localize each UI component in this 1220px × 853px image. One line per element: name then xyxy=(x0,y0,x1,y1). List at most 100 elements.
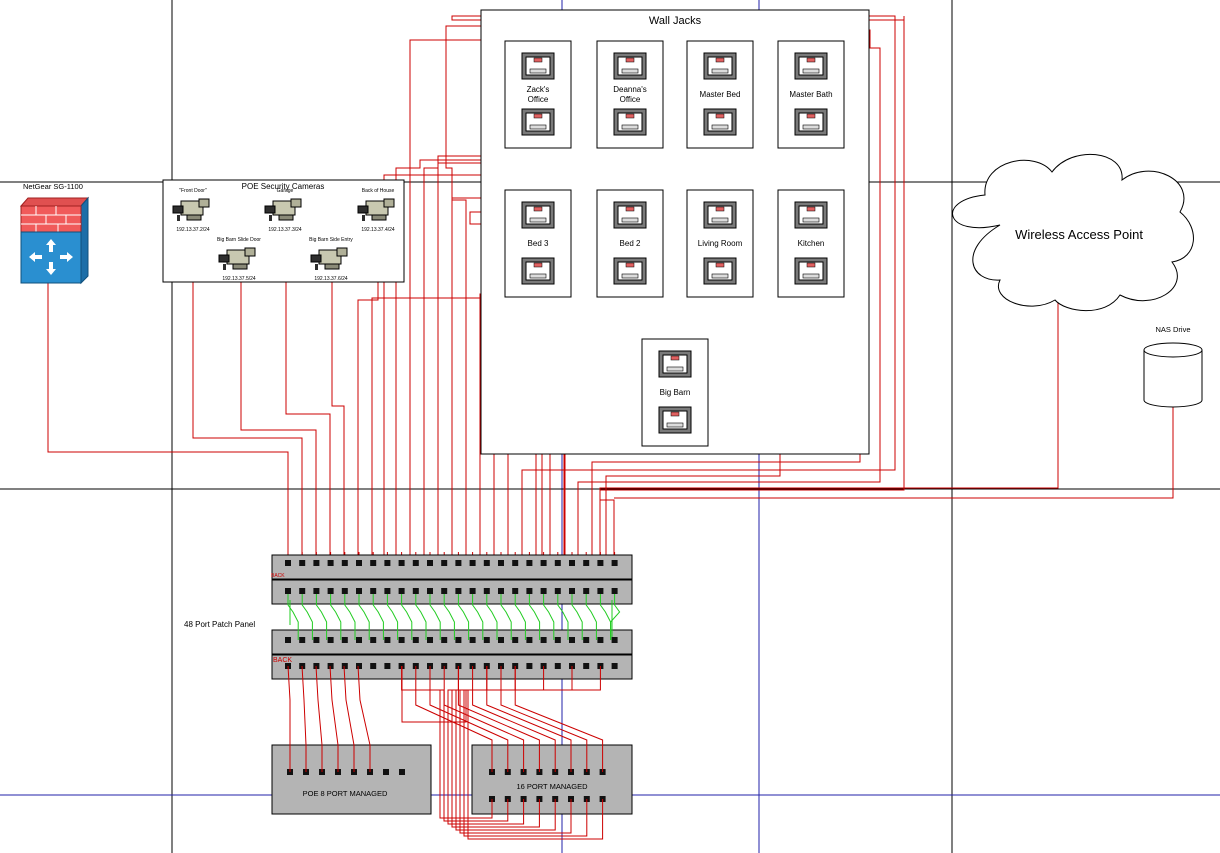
patch-panel-port[interactable] xyxy=(341,663,348,669)
patch-panel-port[interactable] xyxy=(554,588,561,594)
patch-panel-port[interactable] xyxy=(583,637,590,643)
wall-jack-bottom[interactable] xyxy=(703,108,737,136)
patch-panel-port[interactable] xyxy=(611,663,618,669)
wall-jack-top[interactable] xyxy=(703,201,737,229)
patch-panel-port[interactable] xyxy=(611,637,618,643)
patch-panel-port[interactable] xyxy=(370,588,377,594)
patch-panel-port[interactable] xyxy=(498,560,504,566)
wall-jack-bottom[interactable] xyxy=(521,257,555,285)
patch-panel-port[interactable] xyxy=(441,560,448,566)
wall-jack-top[interactable] xyxy=(703,52,737,80)
patch-panel-port[interactable] xyxy=(299,637,306,643)
patch-panel-port[interactable] xyxy=(526,637,533,643)
wall-jack-bottom[interactable] xyxy=(794,108,828,136)
patch-panel-port[interactable] xyxy=(597,588,604,594)
wall-jack-top[interactable] xyxy=(521,52,555,80)
patch-panel-port[interactable] xyxy=(554,637,561,643)
wall-jack-bottom[interactable] xyxy=(658,406,692,434)
patch-panel-port[interactable] xyxy=(569,588,575,594)
wall-jack-top[interactable] xyxy=(521,201,555,229)
patch-panel-port[interactable] xyxy=(498,588,504,594)
patch-panel-port[interactable] xyxy=(341,560,348,566)
camera[interactable]: "Front Door"192.13.37.2/24 xyxy=(172,188,210,233)
patch-panel-port[interactable] xyxy=(540,588,547,594)
patch-panel-port[interactable] xyxy=(540,560,547,566)
patch-panel-port[interactable] xyxy=(384,663,391,669)
patch-panel-port[interactable] xyxy=(455,588,462,594)
wall-jack-top[interactable] xyxy=(658,350,692,378)
patch-panel-port[interactable] xyxy=(611,560,618,566)
patch-panel-port[interactable] xyxy=(313,560,320,566)
patch-panel-port[interactable] xyxy=(469,637,476,643)
patch-panel-port[interactable] xyxy=(370,560,377,566)
patch-panel-port[interactable] xyxy=(313,637,320,643)
patch-panel-port[interactable] xyxy=(583,663,590,669)
patch-panel-port[interactable] xyxy=(512,560,519,566)
wall-jack-top[interactable] xyxy=(794,52,828,80)
patch-panel-port[interactable] xyxy=(441,637,448,643)
nas-drive[interactable]: NAS Drive xyxy=(1143,325,1203,408)
patch-panel-port[interactable] xyxy=(483,637,490,643)
patch-panel-port[interactable] xyxy=(483,588,490,594)
patch-panel-port[interactable] xyxy=(583,588,590,594)
patch-panel-port[interactable] xyxy=(583,560,590,566)
patch-panel-port[interactable] xyxy=(427,637,433,643)
patch-panel-port[interactable] xyxy=(512,637,519,643)
patch-panel-port[interactable] xyxy=(412,560,419,566)
patch-panel-port[interactable] xyxy=(469,560,476,566)
patch-panel-port[interactable] xyxy=(327,637,334,643)
patch-panel-port[interactable] xyxy=(483,560,490,566)
patch-panel-port[interactable] xyxy=(327,560,334,566)
patch-panel-port[interactable] xyxy=(597,560,604,566)
poe-switch-port[interactable] xyxy=(383,769,389,775)
patch-panel-port[interactable] xyxy=(540,637,547,643)
patch-panel-port[interactable] xyxy=(285,637,291,643)
patch-panel-port[interactable] xyxy=(356,560,362,566)
patch-panel-port[interactable] xyxy=(356,663,362,669)
patch-panel-port[interactable] xyxy=(327,663,334,669)
poe-switch[interactable]: POE 8 PORT MANAGED xyxy=(271,744,432,815)
managed-switch[interactable]: 16 PORT MANAGED xyxy=(471,744,633,815)
patch-panel-port[interactable] xyxy=(611,588,618,594)
patch-panel-port[interactable] xyxy=(512,588,519,594)
wall-jack-bottom[interactable] xyxy=(794,257,828,285)
patch-panel-port[interactable] xyxy=(327,588,334,594)
patch-panel-port[interactable] xyxy=(341,637,348,643)
patch-panel-port[interactable] xyxy=(356,637,362,643)
patch-panel-port[interactable] xyxy=(313,588,320,594)
poe-switch-port[interactable] xyxy=(399,769,405,775)
patch-panel-port[interactable] xyxy=(412,588,419,594)
patch-panel-port[interactable] xyxy=(384,637,391,643)
patch-panel-port[interactable] xyxy=(526,663,533,669)
wireless-access-point[interactable]: Wireless Access Point xyxy=(952,153,1194,312)
patch-panel-port[interactable] xyxy=(285,588,291,594)
wall-jack-top[interactable] xyxy=(613,201,647,229)
patch-panel-port[interactable] xyxy=(398,637,405,643)
patch-panel-port[interactable] xyxy=(569,637,575,643)
patch-panel-port[interactable] xyxy=(384,560,391,566)
patch-panel-port[interactable] xyxy=(398,560,405,566)
wall-jack-bottom[interactable] xyxy=(521,108,555,136)
patch-panel-port[interactable] xyxy=(299,588,306,594)
patch-panel-port[interactable] xyxy=(384,588,391,594)
patch-panel-port[interactable] xyxy=(370,637,377,643)
patch-panel-port[interactable] xyxy=(526,588,533,594)
patch-panel-port[interactable] xyxy=(469,588,476,594)
wall-jack-top[interactable] xyxy=(613,52,647,80)
patch-panel-port[interactable] xyxy=(398,588,405,594)
patch-panel-port[interactable] xyxy=(356,588,362,594)
router-device[interactable]: NetGear SG-1100 xyxy=(19,182,90,285)
patch-panel-port[interactable] xyxy=(597,637,604,643)
patch-panel-port[interactable] xyxy=(370,663,377,669)
patch-panel-port[interactable] xyxy=(455,560,462,566)
patch-panel-port[interactable] xyxy=(441,588,448,594)
patch-panel-port[interactable] xyxy=(412,637,419,643)
patch-panel-port[interactable] xyxy=(569,560,575,566)
patch-panel-port[interactable] xyxy=(554,560,561,566)
patch-panel-port[interactable] xyxy=(427,588,433,594)
wall-jack-bottom[interactable] xyxy=(613,257,647,285)
patch-panel-port[interactable] xyxy=(526,560,533,566)
wall-jack-top[interactable] xyxy=(794,201,828,229)
